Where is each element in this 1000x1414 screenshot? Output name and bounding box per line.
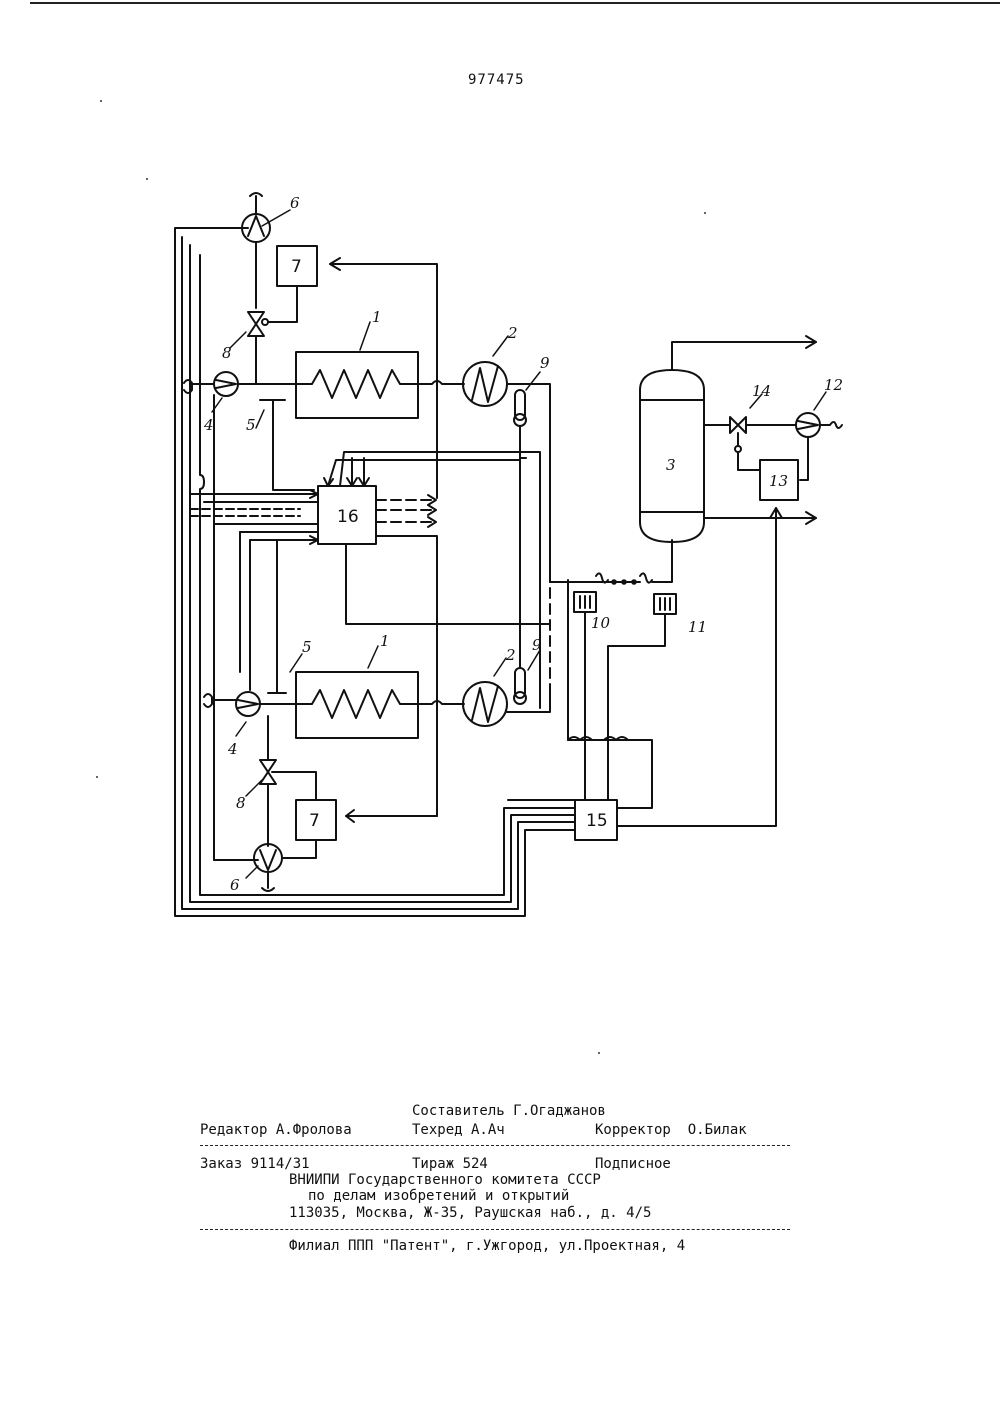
label-sensor-top: 5 [246, 416, 256, 434]
heater-block-top [296, 352, 418, 418]
label-valve-bottom: 8 [236, 794, 246, 812]
label-thermo-top: 9 [540, 354, 550, 372]
column-vessel: 3 14 12 13 [640, 336, 843, 542]
imprint-compiler: Составитель Г.Огаджанов [412, 1103, 606, 1119]
label-column: 3 [666, 456, 676, 474]
label-regulator-top: 7 [291, 257, 302, 277]
imprint-circulation: Тираж 524 [412, 1156, 488, 1172]
imprint-branch: Филиал ППП "Патент", г.Ужгород, ул.Проек… [289, 1238, 685, 1254]
label-analyzer-left: 10 [591, 614, 611, 632]
imprint-rule-1 [200, 1145, 790, 1146]
imprint-order: Заказ 9114/31 [200, 1156, 310, 1172]
column-link [550, 540, 672, 584]
imprint-rule-2 [200, 1229, 790, 1230]
scan-speck [146, 178, 148, 180]
imprint-editor: Редактор А.Фролова [200, 1122, 352, 1138]
bottom-process-line: 4 5 1 2 9 [204, 540, 550, 894]
exchanger-icon-top [463, 362, 507, 406]
label-controller-lower: 15 [586, 811, 608, 831]
controller-main: 16 [190, 452, 550, 816]
label-fan-bottom: 6 [230, 876, 240, 894]
scan-speck [96, 776, 98, 778]
label-exchanger-bottom: 2 [505, 646, 516, 664]
label-thermo-bottom: 9 [532, 636, 542, 654]
scan-speck [598, 1052, 600, 1054]
label-valve-right: 14 [752, 382, 771, 400]
label-controller-main: 16 [337, 507, 359, 527]
label-regulator-bottom: 7 [309, 811, 320, 831]
scan-speck [704, 212, 706, 214]
label-heater-top: 1 [372, 308, 382, 326]
imprint: Составитель Г.Огаджанов Редактор А.Фроло… [0, 0, 34, 240]
label-fan-top: 6 [290, 194, 300, 212]
sensor-icon-bottom [268, 540, 286, 693]
exchanger-icon-bottom [463, 682, 507, 726]
label-regulator-right: 13 [769, 472, 788, 490]
label-valve-top: 8 [222, 344, 232, 362]
label-sensor-bottom: 5 [302, 638, 312, 656]
label-heater-bottom: 1 [380, 632, 390, 650]
imprint-subscription: Подписное [595, 1156, 671, 1172]
label-pump-top: 4 [203, 416, 214, 434]
sensor-icon-top [260, 400, 314, 490]
scan-speck [100, 100, 102, 102]
imprint-institute-1: ВНИИПИ Государственного комитета СССР [289, 1172, 601, 1188]
imprint-address: 113035, Москва, Ж-35, Раушская наб., д. … [289, 1205, 651, 1221]
imprint-institute-2: по делам изобретений и открытий [308, 1188, 569, 1204]
label-pump-right: 12 [824, 376, 843, 394]
valve-icon-right [730, 417, 746, 433]
label-exchanger-top: 2 [507, 324, 518, 342]
label-pump-bottom: 4 [227, 740, 238, 758]
label-analyzer-right: 11 [688, 618, 707, 636]
imprint-techred: Техред А.Ач [412, 1122, 505, 1138]
imprint-corrector: Корректор О.Билак [595, 1122, 747, 1138]
heater-block-bottom [296, 672, 418, 738]
